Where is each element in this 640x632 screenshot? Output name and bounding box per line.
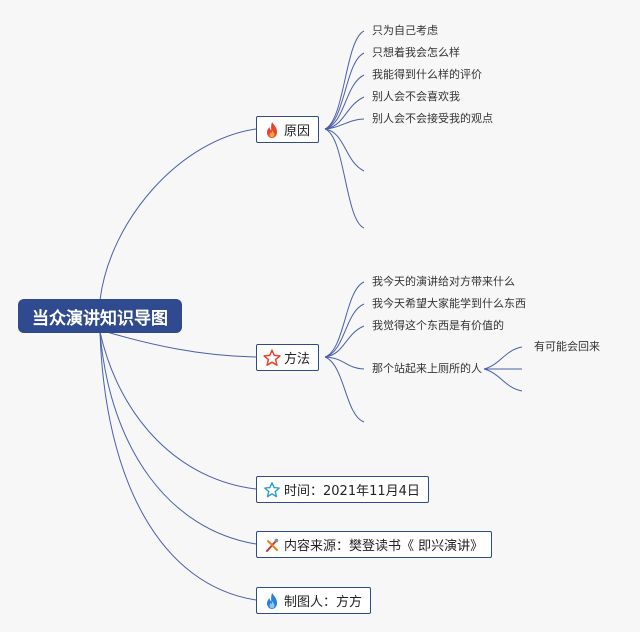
connector-reason-6	[324, 128, 365, 172]
fire-icon	[263, 121, 281, 139]
branch-time-label: 时间：2021年11月4日	[284, 484, 420, 499]
root-title: 当众演讲知识导图	[32, 308, 168, 329]
branch-source-label: 内容来源：樊登读书《 即兴演讲》	[284, 539, 484, 554]
connector-root-author	[99, 331, 257, 601]
branch-reason[interactable]: 原因	[256, 116, 320, 143]
root-node[interactable]: 当众演讲知识导图	[18, 299, 182, 333]
method-item-1: 我今天的演讲给对方带来什么	[372, 275, 515, 288]
method-item-2: 我今天希望大家能学到什么东西	[372, 297, 526, 310]
reason-item-5: 别人会不会接受我的观点	[372, 112, 493, 125]
branch-method[interactable]: 方法	[256, 344, 320, 371]
connector-sub-1	[483, 346, 523, 370]
method-item-4: 那个站起来上厕所的人	[372, 362, 482, 375]
connector-reason-7	[324, 128, 365, 229]
connector-reason-5	[324, 118, 365, 130]
connector-root-source	[99, 331, 257, 545]
connector-reason-3	[324, 74, 365, 130]
connector-reason-4	[324, 96, 365, 130]
method-sub-item-1: 有可能会回来	[534, 340, 600, 353]
reason-item-2: 只想着我会怎么样	[372, 46, 460, 59]
star-icon	[263, 348, 281, 367]
connector-method-5	[324, 356, 365, 423]
connector-root-reason	[99, 128, 257, 301]
reason-item-1: 只为自己考虑	[372, 24, 438, 37]
connector-reason-2	[324, 52, 365, 130]
connector-sub-3	[483, 368, 523, 392]
connector-reason-1	[324, 30, 365, 130]
branch-author[interactable]: 制图人：方方	[256, 587, 372, 614]
connector-method-1	[324, 281, 365, 358]
connector-method-3	[324, 325, 365, 358]
tools-icon	[263, 536, 281, 554]
connector-method-2	[324, 303, 365, 358]
branch-reason-label: 原因	[284, 124, 311, 139]
branch-source[interactable]: 内容来源：樊登读书《 即兴演讲》	[256, 531, 493, 558]
branch-method-label: 方法	[284, 352, 311, 367]
reason-item-4: 别人会不会喜欢我	[372, 90, 460, 103]
method-item-3: 我觉得这个东西是有价值的	[372, 319, 504, 332]
connector-method-4	[324, 356, 365, 370]
branch-author-label: 制图人：方方	[284, 595, 363, 610]
connector-root-method	[99, 329, 257, 358]
connector-root-time	[99, 331, 257, 490]
reason-item-3: 我能得到什么样的评价	[372, 68, 482, 81]
branch-time[interactable]: 时间：2021年11月4日	[256, 476, 429, 503]
flame-blue-icon	[263, 592, 281, 610]
star-outline-icon	[263, 481, 281, 499]
